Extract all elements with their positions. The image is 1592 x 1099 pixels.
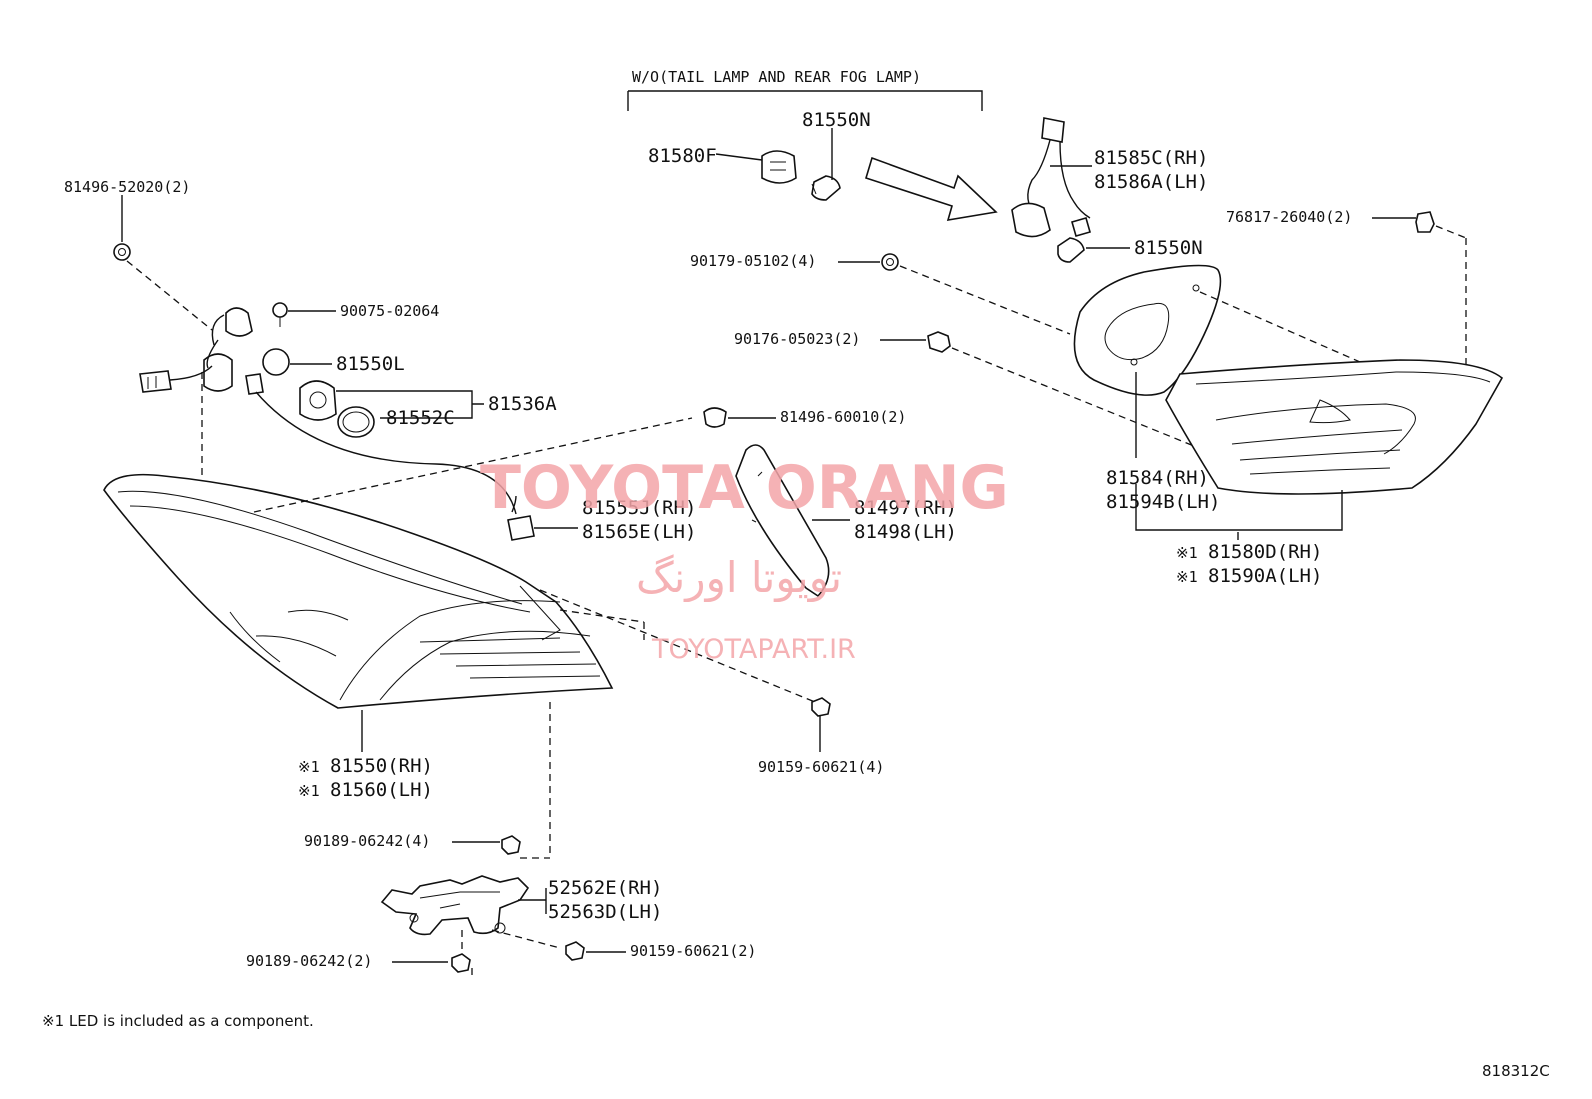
- label-81565E: 81565E(LH): [582, 521, 696, 543]
- clip-76817-26040: [1415, 211, 1435, 233]
- inner-lamp-81580D: [1165, 359, 1504, 495]
- diagram-code: 818312C: [1482, 1062, 1550, 1080]
- bolt-90159-60621-4: [811, 697, 831, 717]
- watermark-persian: تویوتا اورنگ: [636, 553, 842, 602]
- label-76817-26040: 76817-26040(2): [1226, 208, 1352, 226]
- label-90189-06242-2: 90189-06242(2): [246, 952, 372, 970]
- nut-90179-05102: [881, 253, 899, 271]
- label-81496-60010: 81496-60010(2): [780, 408, 906, 426]
- clip-81496-60010: [703, 407, 727, 428]
- watermark-url: TOYOTAPART.IR: [651, 634, 856, 665]
- garnish-81497: [735, 444, 830, 598]
- screw-90075-02064: [272, 302, 288, 327]
- gasket-81584: [1073, 264, 1222, 396]
- socket-81536A: [299, 380, 337, 421]
- mark-81580D: ※1: [1176, 544, 1198, 562]
- arrow-pointer: [865, 156, 998, 221]
- footnote: ※1 LED is included as a component.: [42, 1012, 314, 1030]
- label-90179-05102: 90179-05102(4): [690, 252, 816, 270]
- label-81550L: 81550L: [336, 353, 405, 375]
- label-90159-60621-2: 90159-60621(2): [630, 942, 756, 960]
- label-81586A: 81586A(LH): [1094, 171, 1208, 193]
- bolt-90159-60621-2: [565, 941, 585, 961]
- bulb-81550N-top: [811, 175, 841, 201]
- label-81585C: 81585C(RH): [1094, 147, 1208, 169]
- label-81550N-right: 81550N: [1134, 237, 1203, 259]
- label-81580D: 81580D(RH): [1208, 541, 1322, 563]
- gasket-81552C: [337, 406, 375, 438]
- grommet-81496-52020: [113, 243, 131, 261]
- socket-wire-81585C: [1011, 117, 1091, 238]
- label-81550: 81550(RH): [330, 755, 433, 777]
- mark-81550: ※1: [298, 758, 320, 776]
- nut-90176-05023: [927, 331, 951, 353]
- tail-lamp-81550: [103, 473, 614, 709]
- socket-wire-assembly: [139, 307, 535, 541]
- bulb-81550N-right: [1057, 237, 1085, 263]
- label-81497: 81497(RH): [854, 497, 957, 519]
- label-81536A: 81536A: [488, 393, 557, 415]
- header-note: W/O(TAIL LAMP AND REAR FOG LAMP): [632, 68, 921, 86]
- bracket-52562E: [380, 875, 530, 936]
- header-bracket: [627, 90, 983, 111]
- bulb-81550L: [262, 348, 290, 376]
- label-90075-02064: 90075-02064: [340, 302, 439, 320]
- label-90159-60621-4: 90159-60621(4): [758, 758, 884, 776]
- bolt-90189-06242-2: [451, 953, 471, 973]
- label-81496-52020: 81496-52020(2): [64, 178, 190, 196]
- label-81560: 81560(LH): [330, 779, 433, 801]
- label-81590A: 81590A(LH): [1208, 565, 1322, 587]
- label-90176-05023: 90176-05023(2): [734, 330, 860, 348]
- label-81550N-top: 81550N: [802, 109, 871, 131]
- watermark-title: TOYOTA ORANG: [480, 453, 1009, 523]
- label-81580F: 81580F: [648, 145, 717, 167]
- mark-81590A: ※1: [1176, 568, 1198, 586]
- label-52562E: 52562E(RH): [548, 877, 662, 899]
- label-81584: 81584(RH): [1106, 467, 1209, 489]
- label-90189-06242-4: 90189-06242(4): [304, 832, 430, 850]
- mark-81560: ※1: [298, 782, 320, 800]
- label-81552C: 81552C: [386, 407, 455, 429]
- label-81594B: 81594B(LH): [1106, 491, 1220, 513]
- socket-81580F: [761, 150, 797, 184]
- label-52563D: 52563D(LH): [548, 901, 662, 923]
- label-81498: 81498(LH): [854, 521, 957, 543]
- label-81555J: 81555J(RH): [582, 497, 696, 519]
- bolt-90189-06242-4: [501, 835, 521, 855]
